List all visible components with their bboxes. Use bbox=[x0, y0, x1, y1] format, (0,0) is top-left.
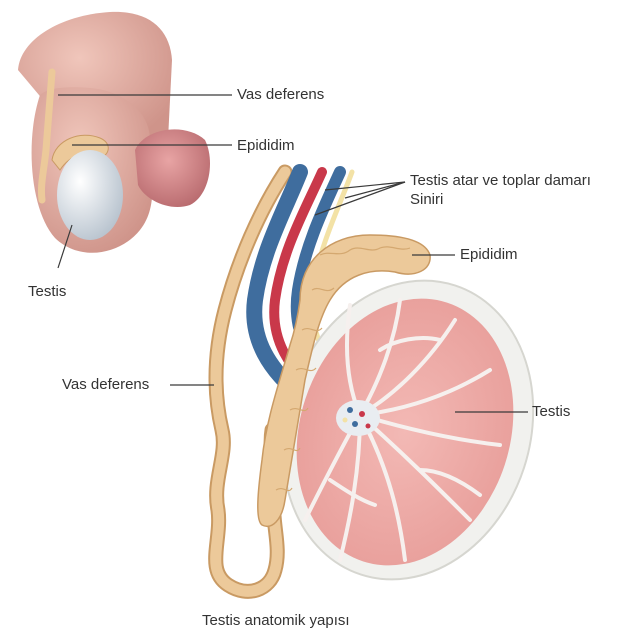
figure-caption: Testis anatomik yapısı bbox=[202, 612, 350, 629]
label-vas-deferens-top: Vas deferens bbox=[237, 86, 325, 103]
label-vas-deferens-main: Vas deferens bbox=[62, 376, 150, 393]
leader-vessels-1 bbox=[324, 181, 406, 191]
label-testis-main: Testis bbox=[532, 403, 571, 420]
epididymis-coils bbox=[275, 246, 411, 492]
label-testis-top: Testis bbox=[28, 283, 67, 300]
leader-testis-top bbox=[57, 224, 73, 269]
inset-external-view bbox=[18, 11, 210, 253]
leader-lines bbox=[57, 94, 528, 413]
label-epididim-main: Epididim bbox=[460, 246, 518, 263]
leader-vessels-3 bbox=[314, 181, 406, 216]
inset-testis bbox=[57, 150, 123, 240]
label-nerve: Siniri bbox=[410, 191, 444, 208]
epididymis bbox=[257, 234, 431, 527]
main-cross-section bbox=[208, 164, 535, 599]
inset-vas-deferens bbox=[38, 68, 56, 204]
label-epididim-top: Epididim bbox=[237, 137, 295, 154]
leader-vessels-2 bbox=[344, 181, 406, 199]
label-testis-vessels: Testis atar ve toplar damarı bbox=[410, 172, 591, 189]
rete-testis bbox=[336, 400, 380, 436]
glans bbox=[135, 129, 210, 208]
